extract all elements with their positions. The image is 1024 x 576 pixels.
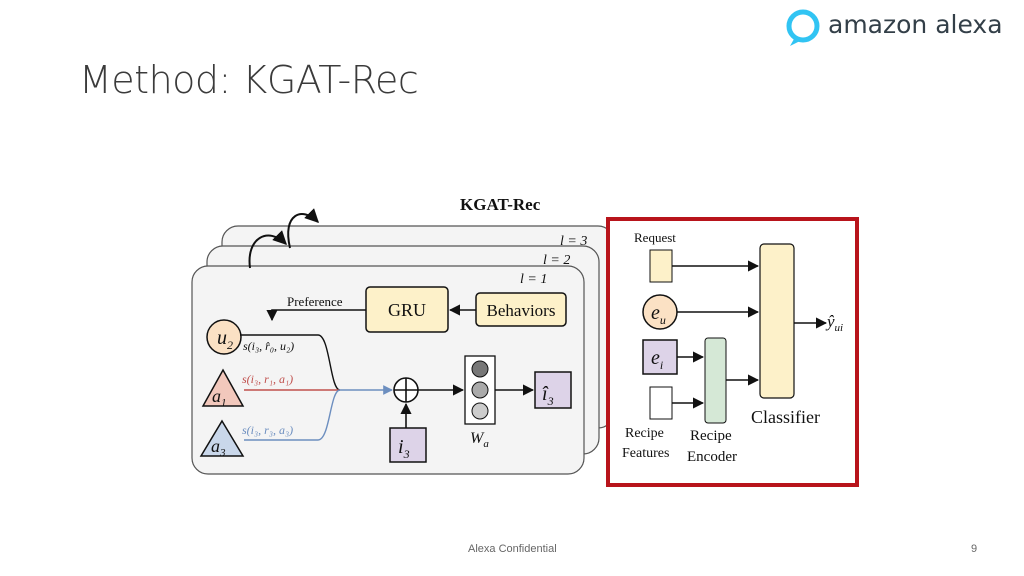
layer-recurrence-arrow-top (287, 208, 319, 249)
i3hat-label: î3 (542, 383, 554, 408)
diagram-title: KGAT-Rec (460, 195, 541, 214)
edge-a3-to-sum (244, 389, 341, 441)
edge-label-a3: s(i₃, r₃, a₃) (242, 423, 293, 437)
recipe-encoder-box (704, 337, 727, 424)
footer-confidential: Alexa Confidential (468, 543, 557, 555)
wa-label: Wa (470, 430, 489, 450)
classifier-label: Classifier (751, 407, 820, 427)
recipe-encoder-label-2: Encoder (687, 449, 737, 465)
layer-label-3: l = 3 (560, 234, 587, 249)
layer-label-2: l = 2 (543, 253, 570, 268)
u2-label: u2 (217, 327, 233, 352)
u2-node (206, 319, 242, 355)
recipe-encoder-label-1: Recipe (690, 428, 732, 444)
recipe-features-box (649, 386, 673, 420)
alexa-ring-icon (786, 9, 820, 46)
edge-u2-to-sum (240, 334, 341, 391)
edge-label-a1: s(i₃, r₁, a₁) (242, 372, 293, 386)
ei-node (642, 339, 678, 375)
preference-label: Preference (287, 294, 343, 309)
i3-label: i3 (398, 436, 410, 461)
request-box (649, 249, 673, 283)
behaviors-label: Behaviors (487, 301, 556, 320)
a1-label: a1 (212, 386, 227, 409)
request-label: Request (634, 230, 676, 245)
output-label: ŷui (825, 312, 843, 334)
edge-label-u2: s(i₃, r̂₀, u₂) (243, 339, 294, 353)
a3-node (199, 419, 245, 457)
a1-node (201, 368, 245, 407)
i3-node (389, 427, 427, 463)
amazon-alexa-logo: amazon alexa (784, 8, 1014, 46)
classifier-box (759, 243, 795, 399)
layer-recurrence-arrow-bottom (248, 230, 287, 269)
a3-label: a3 (211, 436, 226, 459)
i3hat-node (534, 371, 572, 409)
layer-label-1: l = 1 (520, 272, 547, 287)
eu-label: eu (651, 302, 666, 327)
page-number: 9 (971, 543, 978, 555)
slide-title: Method: KGAT-Rec (79, 58, 419, 102)
gru-label: GRU (388, 300, 426, 320)
recipe-features-label-1: Recipe (625, 426, 664, 441)
recipe-features-label-2: Features (622, 446, 669, 461)
ei-label: ei (651, 347, 663, 372)
gru-to-u2-arrow (266, 309, 366, 322)
logo-text: amazon alexa (828, 10, 1003, 39)
